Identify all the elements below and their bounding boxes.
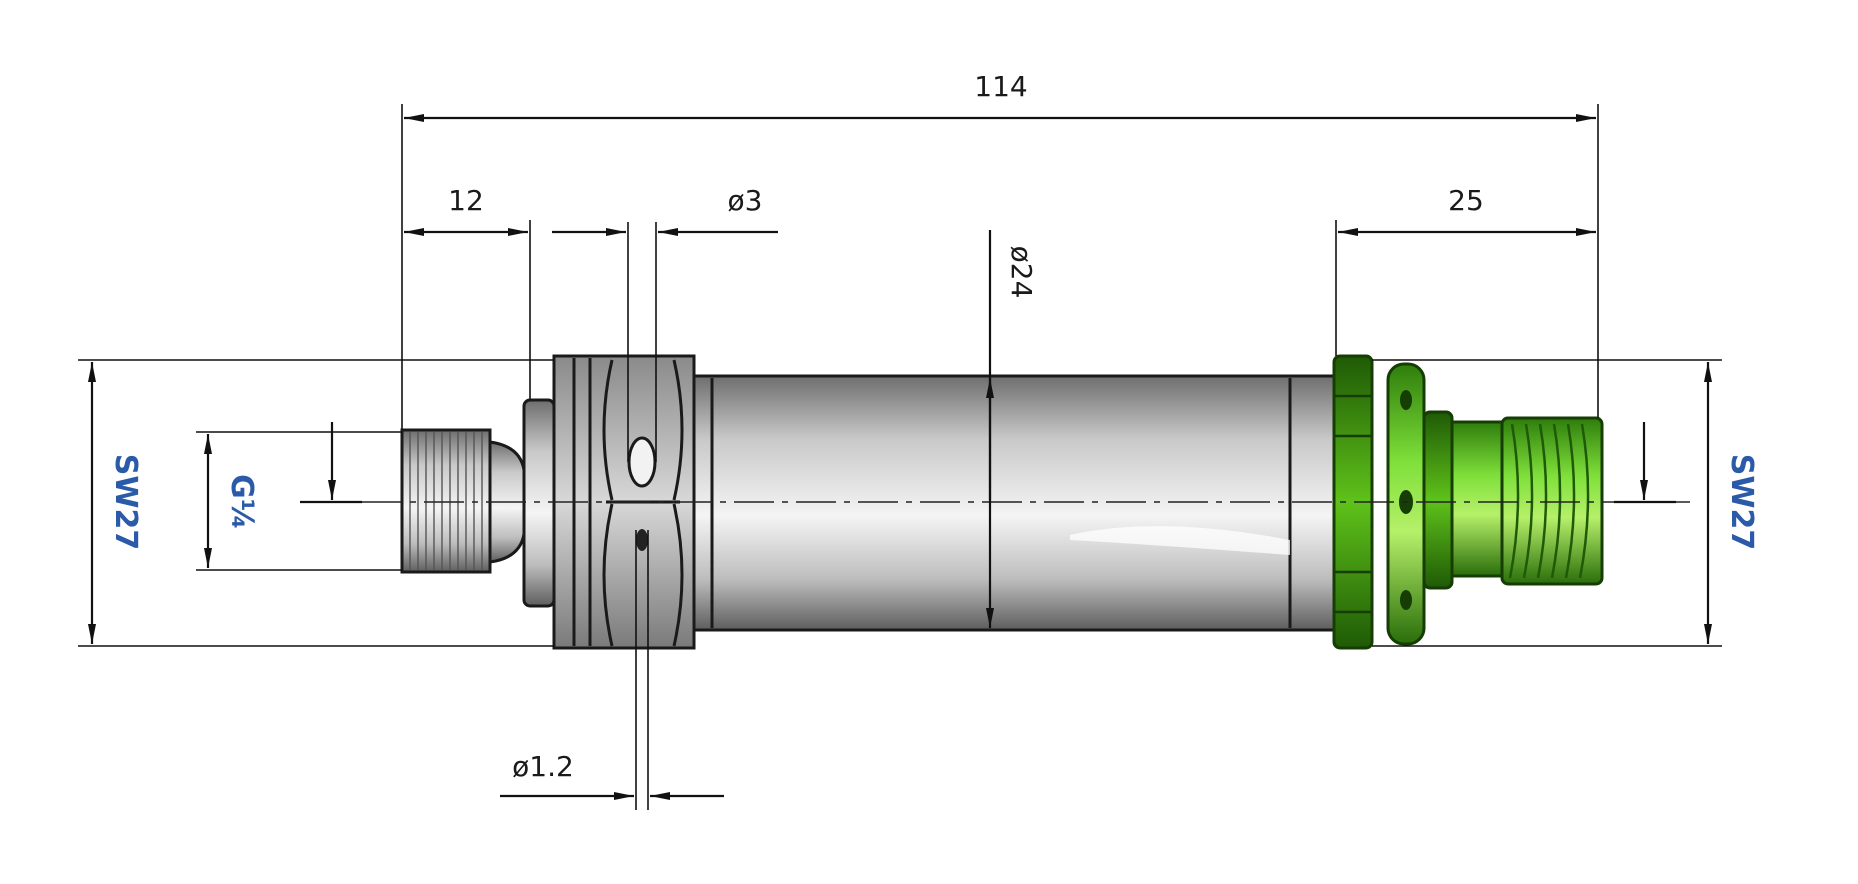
main-cylinder — [692, 374, 1336, 632]
thread-size-label: G¼ — [224, 474, 259, 530]
wrench-size-right-label: SW27 — [1724, 454, 1759, 550]
dimension-lines — [78, 104, 1722, 810]
hole-diameter-label: ø3 — [728, 184, 763, 217]
wrench-size-left-label: SW27 — [108, 454, 143, 550]
body-diameter-label: ø24 — [1005, 246, 1038, 299]
vent-hole — [627, 436, 657, 488]
connector-length-label: 25 — [1448, 184, 1484, 217]
sensor-body-group — [400, 354, 1604, 650]
cylinder-highlight — [1070, 526, 1290, 555]
thread-hatching — [409, 432, 483, 570]
connector-thread-lines — [1508, 423, 1590, 579]
connector-body — [1450, 420, 1504, 578]
pin-diameter-label: ø1.2 — [512, 750, 574, 783]
thread-length-label: 12 — [448, 184, 484, 217]
overall-length-label: 114 — [974, 70, 1027, 103]
connector-neck — [1422, 410, 1454, 590]
pin-hole — [636, 529, 648, 551]
connector-thread — [1500, 416, 1604, 586]
seal-collar — [522, 398, 556, 608]
process-thread — [400, 428, 492, 574]
